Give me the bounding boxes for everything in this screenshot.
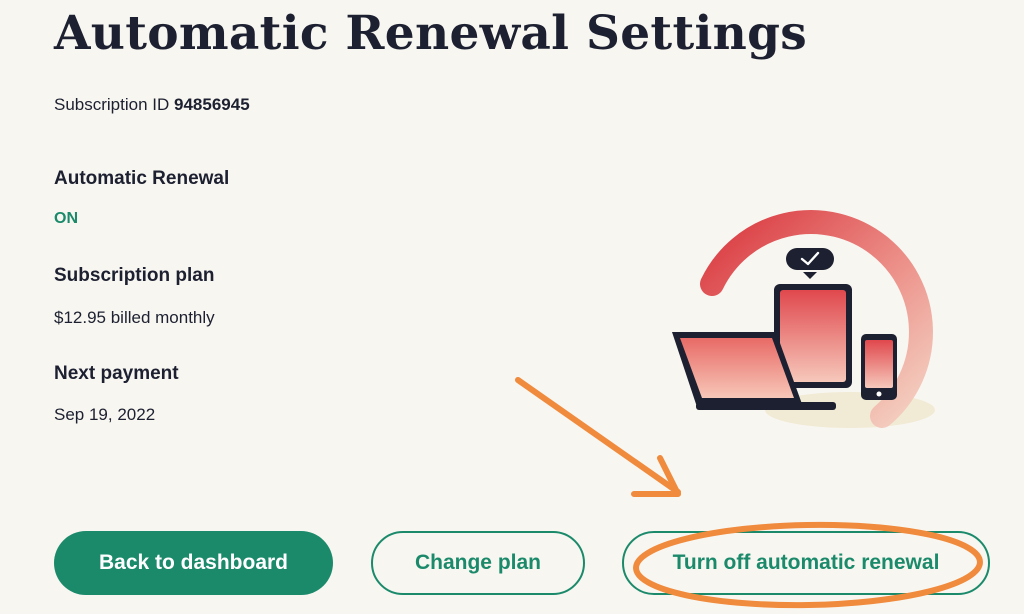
phone-icon <box>861 334 897 400</box>
turn-off-renewal-button[interactable]: Turn off automatic renewal <box>622 531 990 595</box>
tablet-icon <box>774 284 852 388</box>
renewal-status: ON <box>54 210 78 227</box>
subscription-id-value: 94856945 <box>174 95 250 114</box>
subscription-id: Subscription ID 94856945 <box>54 95 250 115</box>
renewal-label: Automatic Renewal <box>54 168 230 189</box>
laptop-icon <box>672 332 836 410</box>
next-payment-value: Sep 19, 2022 <box>54 405 156 424</box>
annotation-arrow-icon <box>515 377 681 497</box>
page-title: Automatic Renewal Settings <box>54 6 808 61</box>
ring-arc <box>700 210 933 428</box>
checkmark-bubble-icon <box>786 248 834 279</box>
back-to-dashboard-button[interactable]: Back to dashboard <box>54 531 333 595</box>
plan-value: $12.95 billed monthly <box>54 308 215 327</box>
next-payment-label: Next payment <box>54 363 179 384</box>
change-plan-button[interactable]: Change plan <box>371 531 585 595</box>
devices-illustration <box>672 210 935 428</box>
subscription-id-label: Subscription ID <box>54 95 170 114</box>
plan-label: Subscription plan <box>54 265 215 286</box>
